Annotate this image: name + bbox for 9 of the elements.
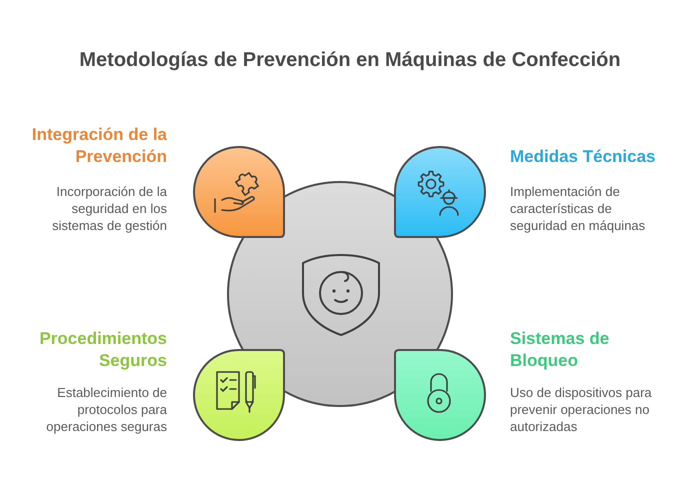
title: Metodologías de Prevención en Máquinas de Confección bbox=[78, 48, 622, 73]
description: Implementación de características de seguridad en máquinas bbox=[510, 183, 646, 234]
description: Incorporación de la seguridad en los sistemas de gestión bbox=[51, 183, 167, 234]
heading: Integración de la Prevención bbox=[30, 124, 167, 168]
heading: Sistemas de Bloqueo bbox=[510, 328, 610, 372]
heading: Procedimientos Seguros bbox=[38, 328, 167, 372]
description: Establecimiento de protocolos para operaciones seguras bbox=[45, 384, 167, 435]
description: Uso de dispositivos para prevenir operaciones no autorizadas bbox=[510, 384, 653, 435]
heading: Medidas Técnicas bbox=[510, 146, 657, 168]
